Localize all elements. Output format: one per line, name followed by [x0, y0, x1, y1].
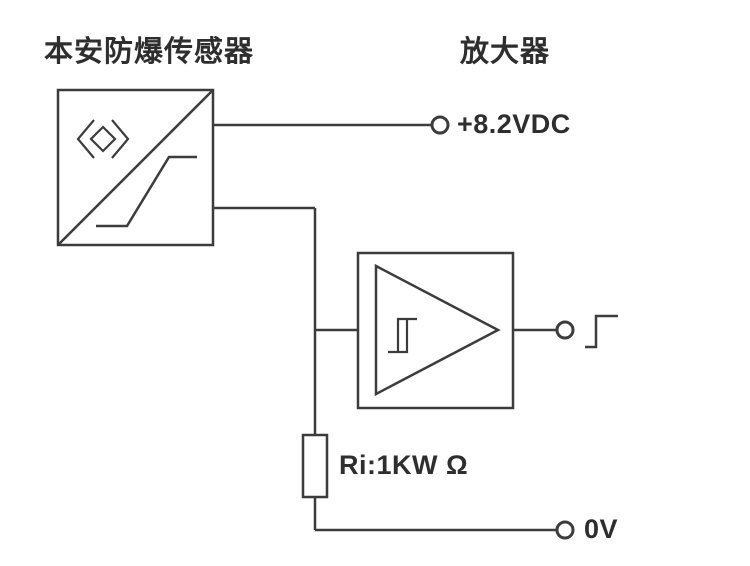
hysteresis-icon [388, 317, 417, 354]
resistor-body [301, 433, 329, 499]
sensor-diagonal-divider [57, 89, 214, 246]
hysteresis-step-down [396, 317, 417, 352]
terminal-circle-supply [430, 115, 450, 135]
sensor-title: 本安防爆传感器 [44, 36, 255, 68]
sensor-box [56, 88, 215, 247]
resistor-value-label: Ri:1KW Ω [339, 450, 469, 480]
terminal-circle-ground [555, 520, 575, 540]
amplifier-title: 放大器 [460, 36, 551, 68]
chevron-right-icon [111, 119, 130, 159]
proximity-sensor-icon [76, 119, 130, 159]
hysteresis-step-up [388, 319, 409, 354]
ground-terminal-label: 0V [584, 514, 619, 544]
chevron-left-icon [76, 119, 95, 159]
amplifier-box [356, 251, 515, 410]
ramp-icon [96, 155, 197, 228]
terminal-circle-output [555, 320, 575, 340]
diamond-icon [89, 125, 117, 153]
amplifier-triangle-icon [374, 263, 501, 397]
step-signal-icon [585, 314, 618, 349]
supply-terminal-label: +8.2VDC [457, 109, 571, 139]
